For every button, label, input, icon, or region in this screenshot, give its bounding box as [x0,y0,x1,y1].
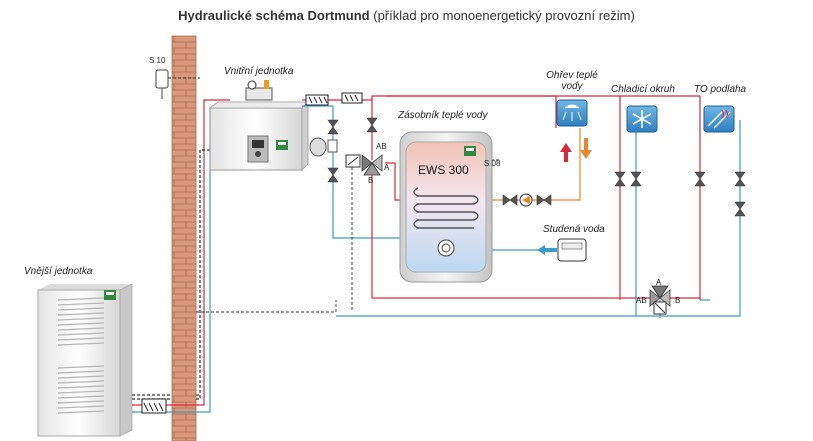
cooling-circuit-label: Chladicí okruh [611,84,675,95]
tank-label: Zásobník teplé vody [398,110,488,121]
valve1-a-label: A [384,163,390,172]
indoor-unit-label: Vnitřní jednotka [224,66,294,77]
brick-wall [171,35,197,441]
dhw-heating-label-line1: Ohřev teplé [546,70,598,81]
insulated-pipe-icon [141,398,167,414]
hot-water-tank-icon [399,131,493,283]
dhw-heating-label: Ohřev teplé vody [540,70,604,92]
expansion-vessel-icon [309,137,338,157]
valve1-b-label: B [368,176,374,185]
floor-heating-icon [703,105,735,133]
snowflake-icon [626,105,658,133]
title-normal: (příklad pro monoenergetický provozní re… [373,8,635,23]
diagram-title: Hydraulické schéma Dortmund (příklad pro… [0,8,813,23]
shower-icon [556,99,588,127]
water-meter-icon [557,238,587,262]
outdoor-sensor-icon [155,69,169,99]
valve2-ab-label: AB [636,296,647,305]
valve2-a-label: A [656,278,662,287]
circulation-pump-icon [519,193,533,207]
title-bold: Hydraulické schéma Dortmund [178,8,370,23]
three-way-valve-icon [345,154,383,176]
tank-sensor-label: S 08 [484,159,501,168]
sensor-label: S 10 [149,56,166,65]
arrow-left-icon [537,245,557,255]
tank-model: EWS 300 [418,163,469,177]
valve2-b-label: B [675,296,681,305]
pressure-gauge-icon [245,80,273,101]
floor-heating-label: TO podlaha [694,84,747,95]
indoor-unit-icon [208,101,309,171]
insulated-pipe-icon-top [305,92,363,106]
arrow-up-icon [560,143,572,162]
three-way-valve-2-icon [649,285,671,315]
cold-water-label: Studená voda [543,224,605,235]
valve1-ab-label: AB [376,142,387,151]
dhw-heating-label-line2: vody [561,81,583,92]
arrow-down-icon [580,138,592,159]
check-valve-icon [327,117,746,217]
outdoor-unit-icon [37,283,133,437]
outdoor-unit-label: Vnější jednotka [24,266,93,277]
